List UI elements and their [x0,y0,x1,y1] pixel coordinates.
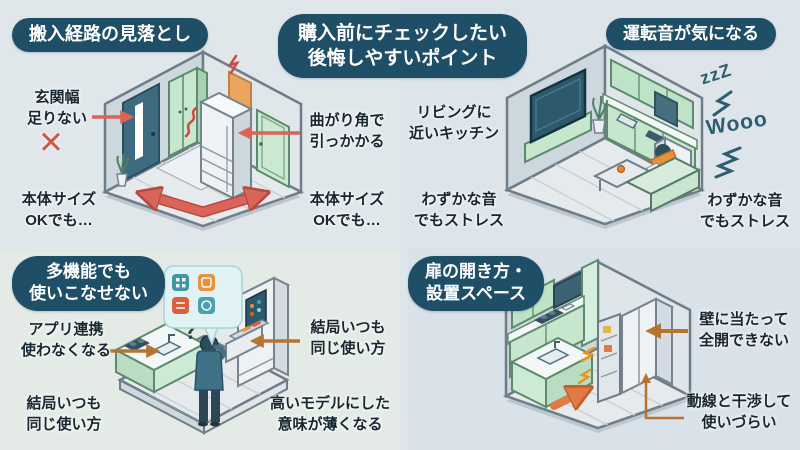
sofa-back [650,168,700,213]
x-mark: ✕ [38,125,64,160]
sink [152,341,182,356]
smart-fridge [225,276,291,388]
spark-1 [580,346,596,363]
label-app-link: アプリ連携 使わなくなる [20,321,111,359]
title-door-line1: 扉の開き方・ [425,262,527,281]
food-item-2 [250,321,262,327]
label-body-size-left: 本体サイズ OKでも… [21,191,97,229]
standing-person [194,334,226,427]
label-expensive-model: 高いモデルにした 意味が薄くなる [269,395,390,433]
app-icon-grid [172,274,189,291]
title-door-line2: 設置スペース [426,284,526,304]
app-bubble [163,265,243,347]
label-same-usage-right: 結局いつも 同じ使い方 [310,319,386,357]
label-entrance-width: 玄関幅 足りない [26,89,87,127]
scrape-mark [184,106,198,138]
countertop [602,92,698,151]
title-functions-line2: 使いこなせない [29,284,148,304]
label-living-kitchen: リビングに 近いキッチン [408,104,499,142]
person-leg-right [211,390,220,422]
entry-door [122,82,160,183]
title-pill-noise: 運転音が気になる [606,18,776,51]
traffic-flow-arrow [550,390,586,406]
spark-2 [577,368,592,385]
title-pill-door: 扉の開き方・ 設置スペース [408,256,544,311]
faucet [554,341,560,348]
sink [536,348,570,365]
main-title-line1: 購入前にチェックしたい [298,23,508,44]
illustration-living-room [503,43,706,229]
label-noise-stress-left: わずかな音 でもストレス [413,191,504,229]
main-title-line2: 後悔しやすいポイント [307,48,498,70]
bump-mark [227,54,240,75]
food-item-1 [240,326,252,332]
title-delivery: 搬入経路の見落とし [29,24,191,44]
illustration-entryway [101,49,305,231]
title-pill-delivery: 搬入経路の見落とし [12,18,208,52]
title-pill-main: 購入前にチェックしたい 後悔しやすいポイント [278,14,528,79]
carry-path-arrow [143,194,263,218]
kettle [560,303,576,311]
app-icon-orange [198,274,215,291]
faucet [168,334,175,342]
sink [615,113,639,129]
sofa-person [624,144,702,213]
app-icon-teal [198,297,215,314]
illustration-kitchen-door [502,258,694,433]
cooktop [534,309,564,324]
island-counter [509,336,595,409]
label-wall-hit: 壁に当たって 全開できない [698,311,789,349]
title-functions-line1: 多機能でも [46,262,131,281]
label-noise-stress-right: わずかな音 でもストレス [699,192,790,230]
door-food-2 [604,345,612,352]
title-pill-functions: 多機能でも 使いこなせない [12,256,165,311]
label-body-size-right: 本体サイズ OKでも… [309,191,385,229]
tv [524,68,592,164]
plant [116,153,129,187]
plant [592,95,608,134]
title-noise: 運転音が気になる [623,24,759,43]
refrigerator [198,91,254,200]
label-corner-stuck: 曲がり角で 引っかかる [309,112,385,150]
door-food-1 [603,326,611,333]
label-traffic-flow: 動線と干渉して 使いづらい [686,393,792,431]
wall-unit [654,90,678,128]
person-torso [194,350,224,391]
person-leg-left [199,390,208,422]
cup [616,164,626,174]
label-same-usage-left: 結局いつも 同じ使い方 [26,395,102,433]
app-icon-red [172,297,189,314]
open-door [597,312,621,404]
inner-door [256,108,290,189]
